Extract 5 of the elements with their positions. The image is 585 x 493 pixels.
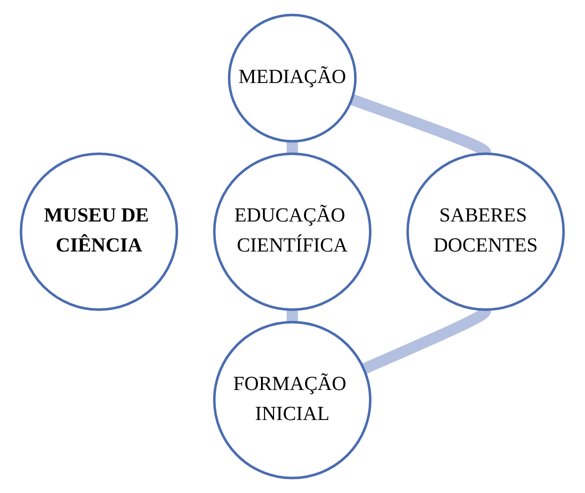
node-circle: MUSEU DE CIÊNCIA bbox=[20, 152, 178, 311]
node-circle: MEDIAÇÃO bbox=[228, 14, 357, 142]
node-circle: SABERES DOCENTES bbox=[406, 152, 566, 311]
node-circle: FORMAÇÃO INICIAL bbox=[213, 320, 372, 480]
node-circle: EDUCAÇÃO CIENTÍFICA bbox=[213, 152, 372, 311]
